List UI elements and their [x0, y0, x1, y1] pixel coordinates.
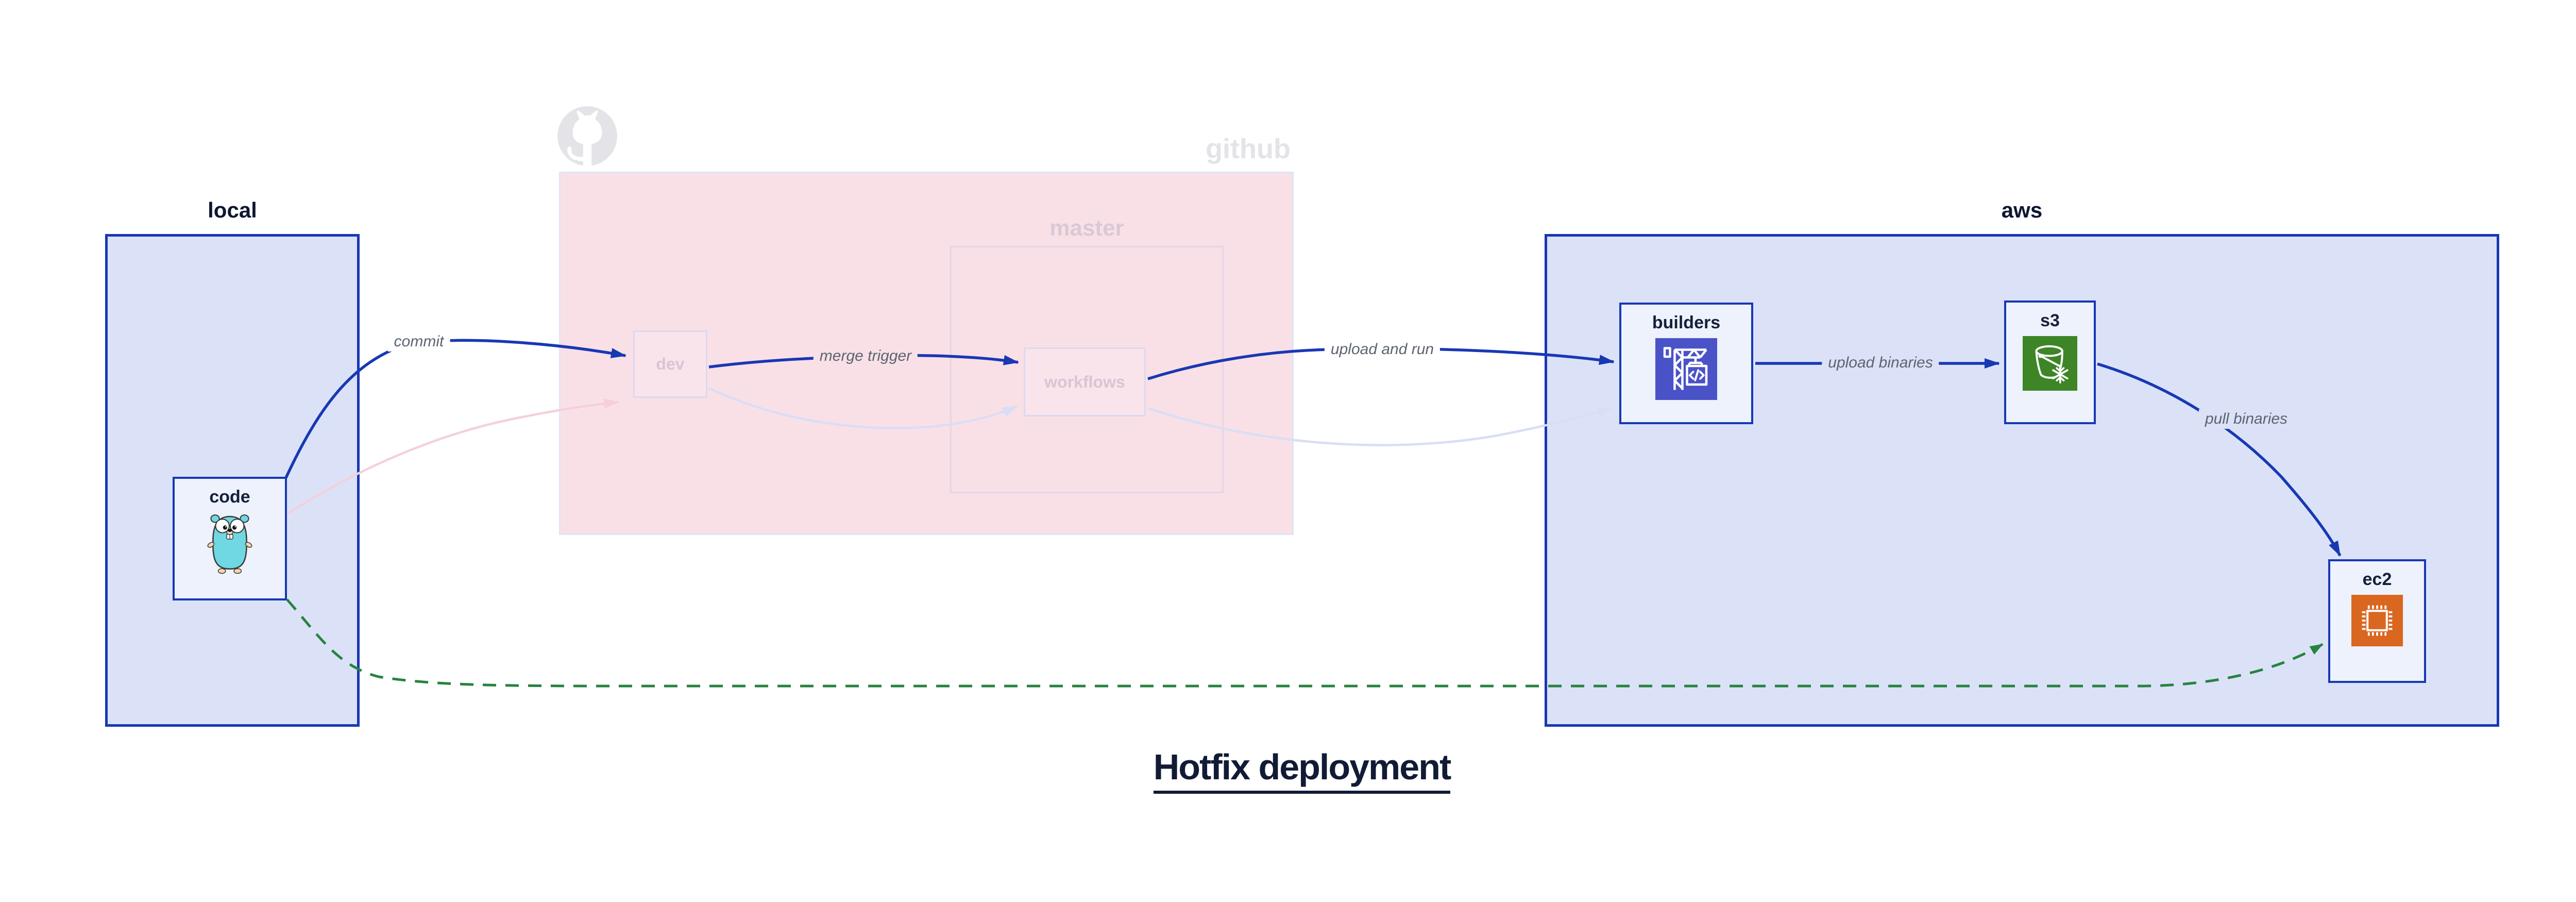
github-watermark-label: github	[1206, 133, 1291, 164]
edge-label-pull-binaries: pull binaries	[2198, 409, 2294, 429]
edge-label-merge-trigger: merge trigger	[813, 346, 918, 366]
builders-label: builders	[1652, 313, 1721, 332]
edge-label-upload-binaries: upload binaries	[1822, 353, 1939, 373]
go-gopher-icon	[206, 512, 253, 578]
node-code: code	[173, 477, 287, 600]
master-label: master	[1049, 215, 1124, 241]
ec2-chip-icon	[2351, 595, 2403, 649]
dev-label: dev	[656, 355, 685, 373]
diagram-title: Hotfix deployment	[0, 746, 2576, 794]
ec2-label: ec2	[2362, 570, 2392, 589]
node-builders: builders	[1619, 303, 1753, 424]
node-dev: dev	[633, 330, 707, 398]
diagram-title-text: Hotfix deployment	[1153, 746, 1451, 794]
s3-label: s3	[2040, 311, 2060, 330]
octocat-icon	[556, 105, 619, 170]
code-label: code	[209, 487, 250, 507]
node-ec2: ec2	[2328, 559, 2426, 683]
edge-label-upload-and-run: upload and run	[1324, 340, 1440, 359]
local-label: local	[208, 198, 257, 222]
aws-label: aws	[2001, 198, 2043, 222]
node-workflows: workflows	[1024, 347, 1146, 416]
edge-label-commit: commit	[387, 332, 450, 352]
workflows-label: workflows	[1044, 372, 1125, 391]
s3-glacier-bucket-icon	[2023, 336, 2077, 393]
codebuild-crane-icon	[1655, 338, 1717, 403]
node-s3: s3	[2004, 300, 2096, 424]
